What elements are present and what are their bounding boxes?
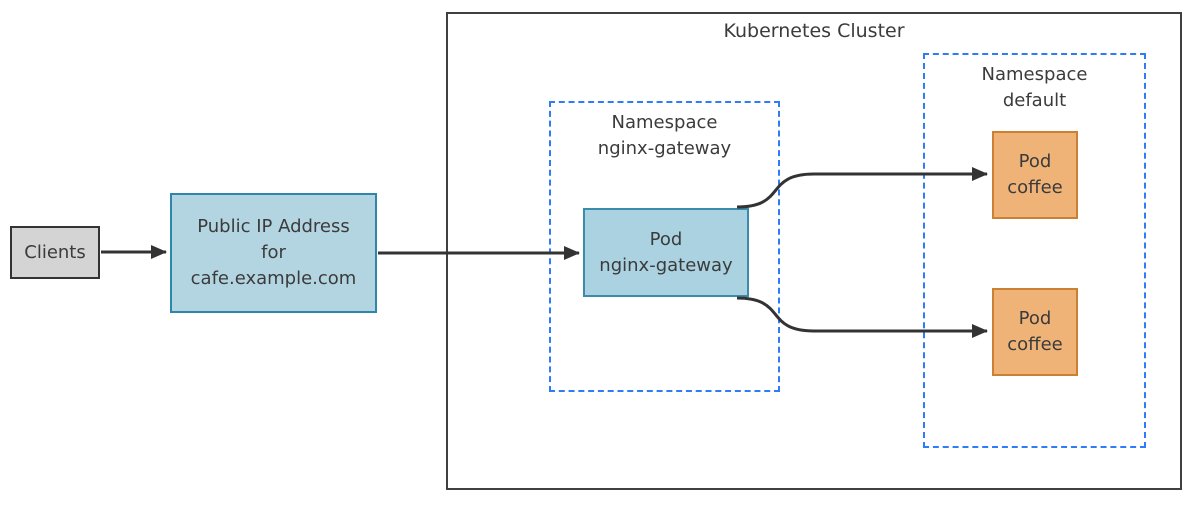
public-ip-address-node: Public IP Address for cafe.example.com [170,193,377,313]
clients-node: Clients [10,226,100,279]
namespace-default-title: Namespace default [981,64,1088,111]
namespace-nginx-gateway-title: Namespace nginx-gateway [597,112,732,159]
pod-nginx-gateway-node: Pod nginx-gateway [583,208,749,297]
kubernetes-cluster-box: Kubernetes Cluster [446,12,1182,490]
kubernetes-cluster-title: Kubernetes Cluster [723,20,905,42]
pod-coffee-node-2: Pod coffee [992,288,1078,376]
namespace-default-box: Namespace default [923,53,1146,448]
pod-coffee-node-1: Pod coffee [992,131,1078,219]
namespace-nginx-gateway-box: Namespace nginx-gateway [549,101,780,392]
